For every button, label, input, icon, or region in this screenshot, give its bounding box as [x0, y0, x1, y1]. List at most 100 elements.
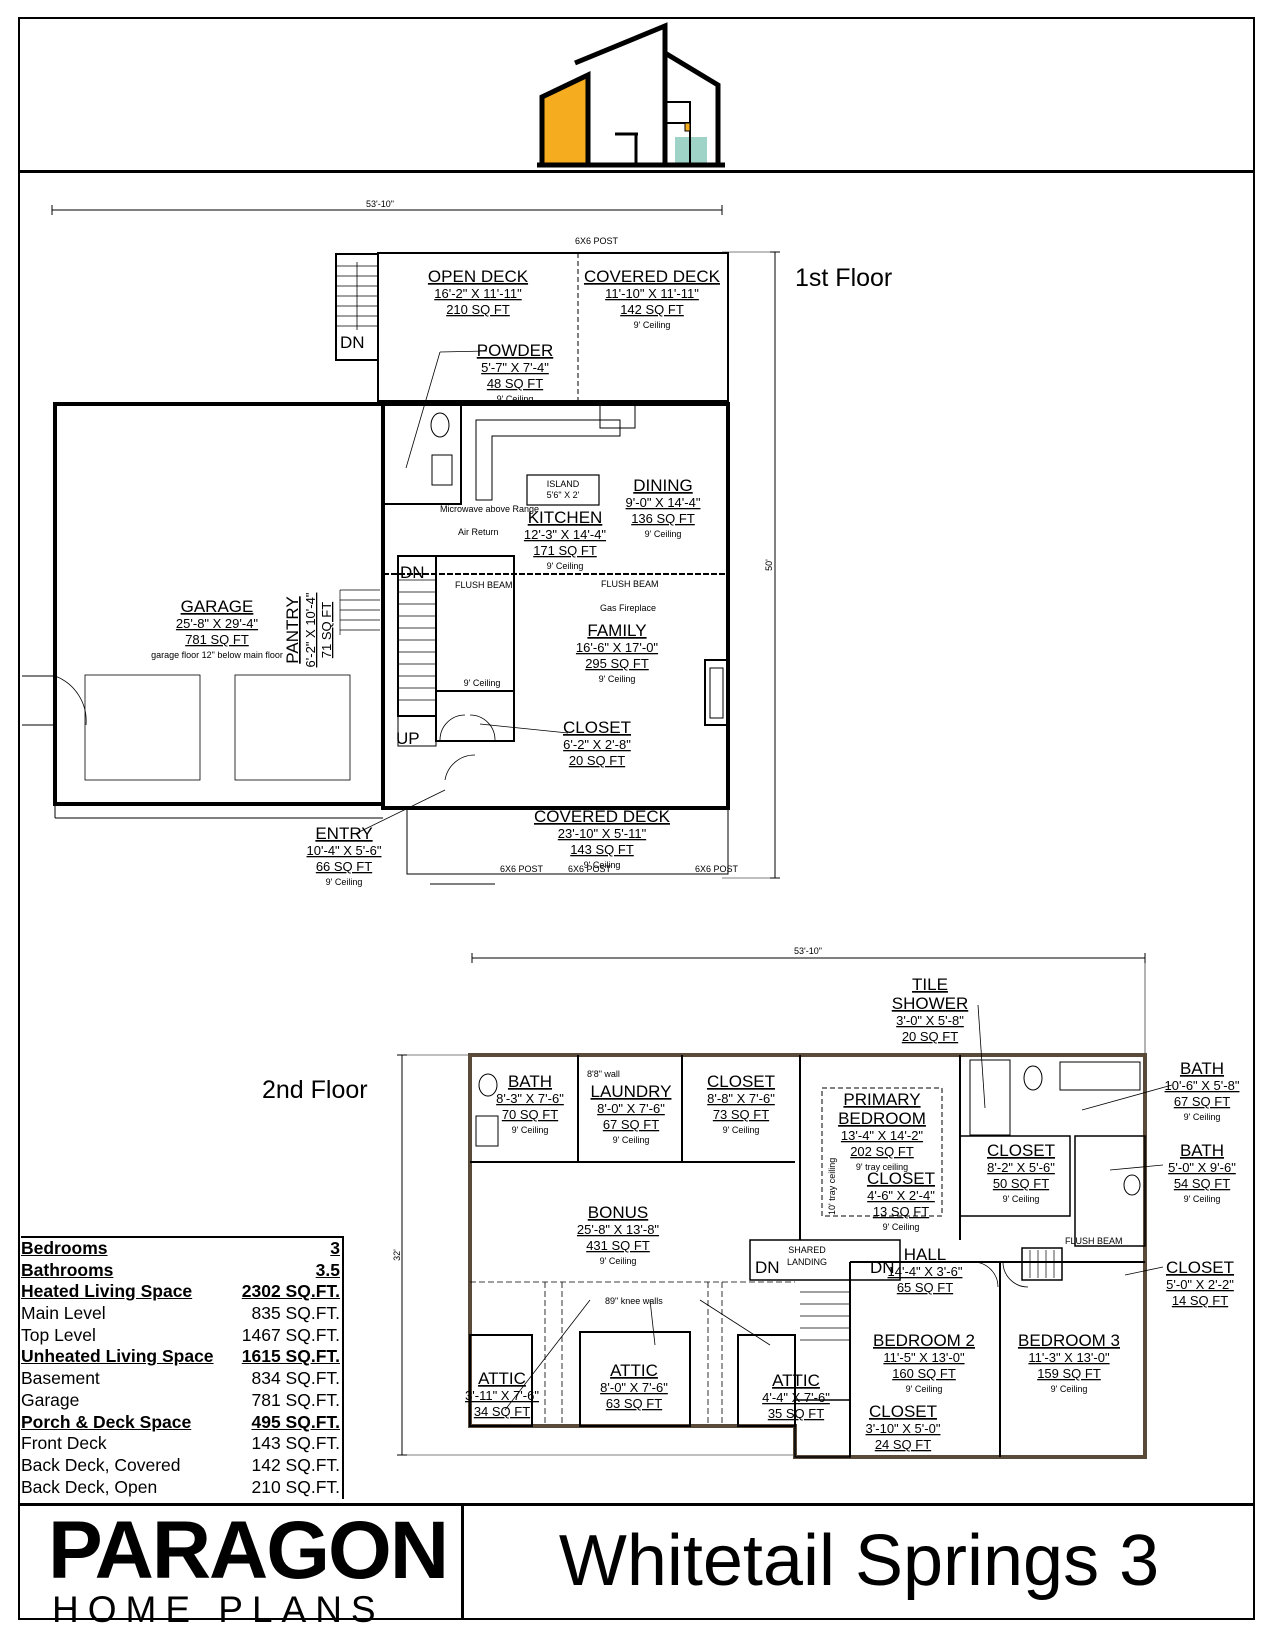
- stair-dn-2: DN: [400, 563, 425, 582]
- room-ceiling: 9' Ceiling: [906, 1384, 943, 1394]
- room-ceiling: 9' Ceiling: [1184, 1194, 1221, 1204]
- room-ceiling: 9' Ceiling: [883, 1222, 920, 1232]
- room-text: 63 SQ FT: [606, 1396, 662, 1411]
- room-text: COVERED DECK: [534, 807, 671, 826]
- room-ceiling: 9' Ceiling: [1051, 1384, 1088, 1394]
- room-text: 8'-3" X 7'-6": [496, 1091, 564, 1106]
- room-text: 14 SQ FT: [1172, 1293, 1228, 1308]
- summary-value: 1467 SQ.FT.: [241, 1324, 340, 1345]
- room-text: TILE: [912, 975, 948, 994]
- summary-label: Heated Living Space: [21, 1281, 193, 1302]
- air-return-note: Air Return: [458, 527, 499, 537]
- summary-value: 142 SQ.FT.: [251, 1454, 340, 1475]
- wall-note: 8'8" wall: [587, 1069, 620, 1079]
- stair-dn-1: DN: [340, 333, 365, 352]
- room-text: 142 SQ FT: [620, 302, 684, 317]
- stair-up: UP: [396, 729, 420, 748]
- room-text: BATH: [1180, 1059, 1224, 1078]
- room-text: 23'-10" X 5'-11": [558, 826, 647, 841]
- room-text: ATTIC: [478, 1369, 526, 1388]
- room-text: 35 SQ FT: [768, 1406, 824, 1421]
- room-text: 67 SQ FT: [603, 1117, 659, 1132]
- summary-value: 834 SQ.FT.: [251, 1368, 340, 1389]
- room-ceiling: 9' Ceiling: [547, 561, 584, 571]
- room-ceiling: 9' Ceiling: [645, 529, 682, 539]
- dim-depth-2: 32': [392, 1249, 402, 1261]
- room-text: SHOWER: [892, 994, 969, 1013]
- room-ceiling: 9' Ceiling: [600, 1256, 637, 1266]
- room-text: 171 SQ FT: [533, 543, 597, 558]
- room-text: 12'-3" X 14'-4": [524, 527, 607, 542]
- room-text: OPEN DECK: [428, 267, 529, 286]
- summary-label: Garage: [21, 1389, 80, 1410]
- room-text: BEDROOM 2: [873, 1331, 975, 1350]
- room-text: 11'-3" X 13'-0": [1028, 1350, 1110, 1365]
- room-text: 5'-0" X 2'-2": [1166, 1277, 1234, 1292]
- shared-landing-note-2: LANDING: [787, 1257, 827, 1267]
- room-text: 3'-11" X 7'-6": [465, 1388, 539, 1403]
- summary-value: 143 SQ.FT.: [251, 1433, 340, 1454]
- room-text: POWDER: [477, 341, 554, 360]
- room-text: 202 SQ FT: [850, 1144, 914, 1159]
- brand-logo: PARAGON HOME PLANS: [48, 1510, 449, 1630]
- room-text: 13'-4" X 14'-2": [841, 1128, 924, 1143]
- room-text: CLOSET: [1166, 1258, 1234, 1277]
- room-text: 5'-0" X 9'-6": [1168, 1160, 1236, 1175]
- footer-divider: [18, 1503, 1255, 1506]
- room-ceiling: 9' Ceiling: [497, 394, 534, 404]
- room-text: 5'-7" X 7'-4": [481, 360, 549, 375]
- room-text: 8'-0" X 7'-6": [600, 1380, 668, 1395]
- room-text: CLOSET: [563, 718, 631, 737]
- summary-label: Basement: [21, 1368, 100, 1389]
- room-text: 25'-8" X 29'-4": [176, 616, 259, 631]
- room-text: KITCHEN: [528, 508, 603, 527]
- island-title: ISLAND: [547, 479, 580, 489]
- room-ceiling: 9' Ceiling: [512, 1125, 549, 1135]
- room-text: 3'-0" X 5'-8": [896, 1013, 964, 1028]
- room-text: 54 SQ FT: [1174, 1176, 1230, 1191]
- rooms2-room-12: BEDROOM 211'-5" X 13'-0"160 SQ FT9' Ceil…: [873, 1331, 975, 1394]
- room-ceiling: 9' Ceiling: [599, 674, 636, 684]
- room-text: 14'-4" X 3'-6": [888, 1264, 963, 1279]
- summary-value: 835 SQ.FT.: [251, 1303, 340, 1324]
- room-text: BEDROOM 3: [1018, 1331, 1120, 1350]
- room-text: BATH: [508, 1072, 552, 1091]
- sheet-border: [18, 17, 1255, 1620]
- room-text: BATH: [1180, 1141, 1224, 1160]
- room-text: 210 SQ FT: [446, 302, 510, 317]
- room-text: 295 SQ FT: [585, 656, 649, 671]
- room-text: 8'-8" X 7'-6": [707, 1091, 775, 1106]
- summary-label: Back Deck, Open: [21, 1476, 158, 1497]
- room-text: 4'-4" X 7'-6": [762, 1390, 830, 1405]
- header-divider: [18, 170, 1255, 173]
- room-text: 10'-6" X 5'-8": [1165, 1078, 1240, 1093]
- post-top: 6X6 POST: [575, 236, 619, 246]
- dim-depth-1: 50': [764, 559, 774, 571]
- room-text: 24 SQ FT: [875, 1437, 931, 1452]
- room-text: 6'-2" X 2'-8": [563, 737, 631, 752]
- room-text: 8'-2" X 5'-6": [987, 1160, 1055, 1175]
- room-text: 11'-10" X 11'-11": [605, 286, 699, 301]
- gas-fireplace-note: Gas Fireplace: [600, 603, 656, 613]
- room-text: BONUS: [588, 1203, 648, 1222]
- pantry-ceiling: 9' Ceiling: [464, 678, 501, 688]
- room-text: 160 SQ FT: [892, 1366, 956, 1381]
